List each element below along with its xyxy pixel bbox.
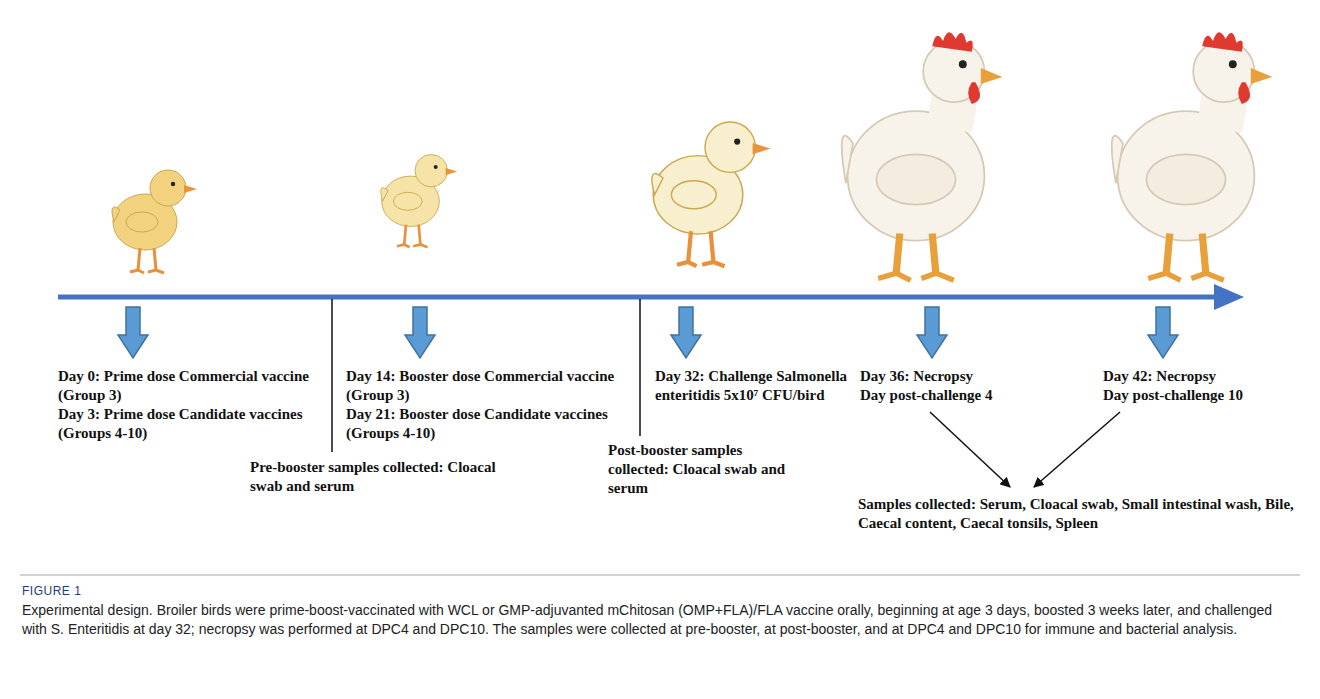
down-arrow bbox=[405, 307, 435, 358]
hen-illustration bbox=[1112, 32, 1273, 280]
timeline-step-text-group: Day 14: Booster dose Commercial vaccine … bbox=[346, 367, 630, 443]
timeline-step-text-group: Day 0: Prime dose Commercial vaccine (Gr… bbox=[58, 367, 320, 443]
timeline-step-text: Day post-challenge 4 bbox=[860, 386, 1075, 405]
sample-note: Post-booster samples collected: Cloacal … bbox=[608, 441, 793, 498]
timeline-step-text-group: Day 36: NecropsyDay post-challenge 4 bbox=[860, 367, 1075, 405]
figure-caption: Experimental design. Broiler birds were … bbox=[22, 601, 1300, 639]
timeline-step-text-group: Day 42: NecropsyDay post-challenge 10 bbox=[1103, 367, 1313, 405]
chick-illustration bbox=[652, 122, 771, 266]
down-arrow bbox=[1148, 307, 1178, 358]
down-arrows bbox=[118, 307, 1178, 358]
timeline-step-text-group: Day 32: Challenge Salmonella enteritidis… bbox=[655, 367, 855, 405]
figure-caption-group: Experimental design. Broiler birds were … bbox=[22, 601, 1300, 639]
timeline-step-text: Day 42: Necropsy bbox=[1103, 367, 1313, 386]
timeline-step-text: Day 0: Prime dose Commercial vaccine (Gr… bbox=[58, 367, 320, 405]
timeline-arrowhead bbox=[1214, 284, 1244, 310]
leader-arrow bbox=[1034, 412, 1120, 487]
figure-number: FIGURE 1 bbox=[22, 584, 322, 599]
leader-line bbox=[331, 299, 333, 452]
timeline-step-text: Day post-challenge 10 bbox=[1103, 386, 1313, 405]
timeline-line bbox=[58, 295, 1218, 300]
down-arrow bbox=[917, 307, 947, 358]
sample-note: Samples collected: Serum, Cloacal swab, … bbox=[858, 495, 1298, 533]
timeline-step-text: Day 36: Necropsy bbox=[860, 367, 1075, 386]
leader-line bbox=[639, 299, 641, 436]
hen-illustration bbox=[842, 32, 1003, 280]
sample-note-group: Pre-booster samples collected: Cloacal s… bbox=[250, 458, 512, 496]
down-arrow bbox=[671, 307, 701, 358]
timeline-step-text: Day 32: Challenge Salmonella enteritidis… bbox=[655, 367, 855, 405]
chick-illustration bbox=[381, 155, 458, 248]
figure-number-group: FIGURE 1 bbox=[22, 584, 322, 599]
sample-note-group: Post-booster samples collected: Cloacal … bbox=[608, 441, 793, 498]
timeline-step-text: Day 21: Booster dose Candidate vaccines … bbox=[346, 405, 630, 443]
timeline-step-text: Day 14: Booster dose Commercial vaccine … bbox=[346, 367, 630, 405]
down-arrow bbox=[118, 307, 148, 358]
sample-note-group: Samples collected: Serum, Cloacal swab, … bbox=[858, 495, 1298, 533]
chick-illustration bbox=[112, 170, 197, 273]
separator-line bbox=[20, 575, 1300, 576]
leader-arrow bbox=[930, 412, 1010, 487]
timeline-step-text: Day 3: Prime dose Candidate vaccines (Gr… bbox=[58, 405, 320, 443]
sample-note: Pre-booster samples collected: Cloacal s… bbox=[250, 458, 512, 496]
